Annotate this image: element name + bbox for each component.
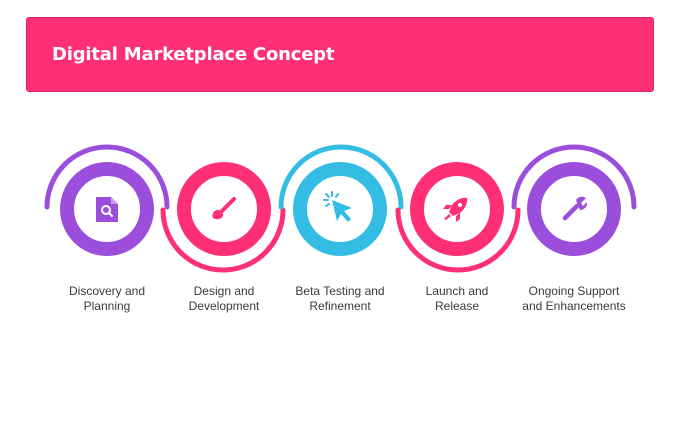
cursor-click-icon: [323, 191, 352, 222]
paintbrush-icon: [212, 197, 236, 220]
step-1-label: Discovery and Planning: [68, 284, 146, 313]
step-1-node: [60, 162, 154, 256]
step-4-bottom-arc: [395, 207, 521, 273]
magnifier-document-icon: [96, 197, 118, 222]
wrench-icon: [562, 196, 588, 221]
step-2-node: [177, 162, 271, 256]
step-1-top-arc: [44, 144, 170, 210]
rocket-icon: [443, 197, 468, 222]
title-banner: Digital Marketplace Concept: [26, 17, 654, 92]
step-2-bottom-arc: [160, 207, 286, 273]
page-title: Digital Marketplace Concept: [52, 44, 335, 65]
step-2-label: Design and Development: [188, 284, 260, 313]
step-3-top-arc: [278, 144, 404, 210]
step-5-label: Ongoing Support and Enhancements: [522, 284, 626, 313]
step-4-node: [410, 162, 504, 256]
step-5-top-arc: [511, 144, 637, 210]
step-5-node: [527, 162, 621, 256]
step-3-node: [293, 162, 387, 256]
step-4-label: Launch and Release: [425, 284, 489, 313]
step-3-label: Beta Testing and Refinement: [295, 284, 385, 313]
